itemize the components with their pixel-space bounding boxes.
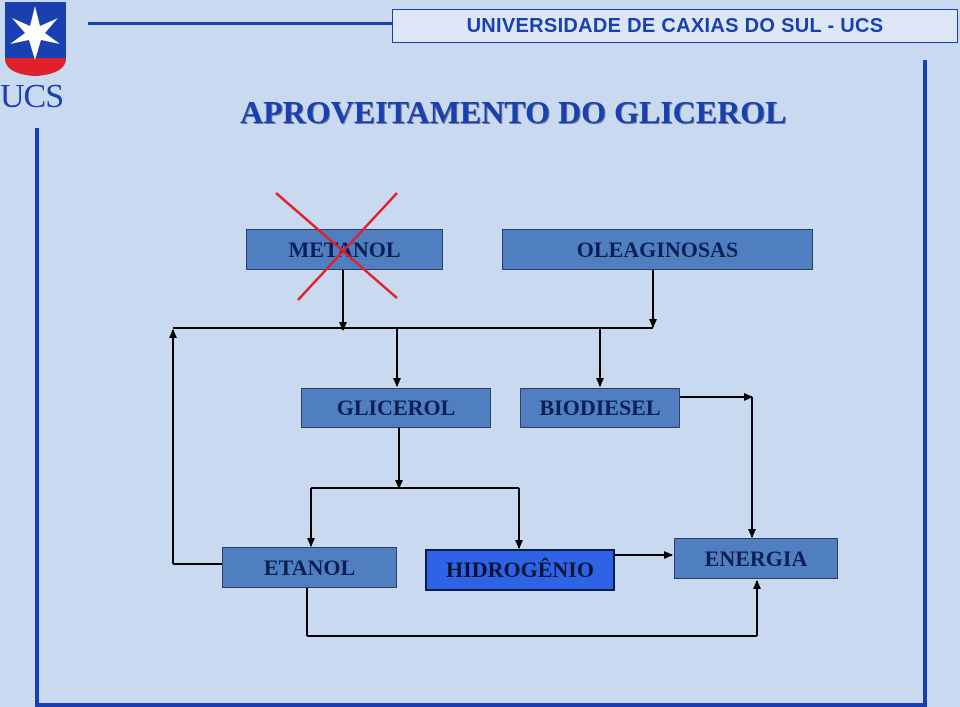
page-title: APROVEITAMENTO DO GLICEROL	[240, 94, 787, 130]
header-title: UNIVERSIDADE DE CAXIAS DO SUL - UCS	[466, 15, 884, 37]
ucs-logo: UCS	[0, 0, 70, 120]
frame-right-border	[923, 60, 927, 706]
node-etanol: ETANOL	[222, 547, 397, 588]
node-energia: ENERGIA	[674, 538, 838, 579]
node-hidrogenio: HIDROGÊNIO	[425, 549, 615, 591]
node-glicerol: GLICEROL	[301, 388, 491, 428]
frame-left-border	[35, 128, 39, 706]
header-rule	[88, 22, 392, 25]
node-biodiesel: BIODIESEL	[520, 388, 680, 428]
frame-bottom-border	[35, 703, 927, 707]
node-metanol: METANOL	[246, 229, 443, 270]
logo-text: UCS	[0, 78, 64, 115]
star-logo-icon	[5, 2, 66, 76]
header-banner: UNIVERSIDADE DE CAXIAS DO SUL - UCS	[392, 9, 958, 43]
node-oleaginosas: OLEAGINOSAS	[502, 229, 813, 270]
